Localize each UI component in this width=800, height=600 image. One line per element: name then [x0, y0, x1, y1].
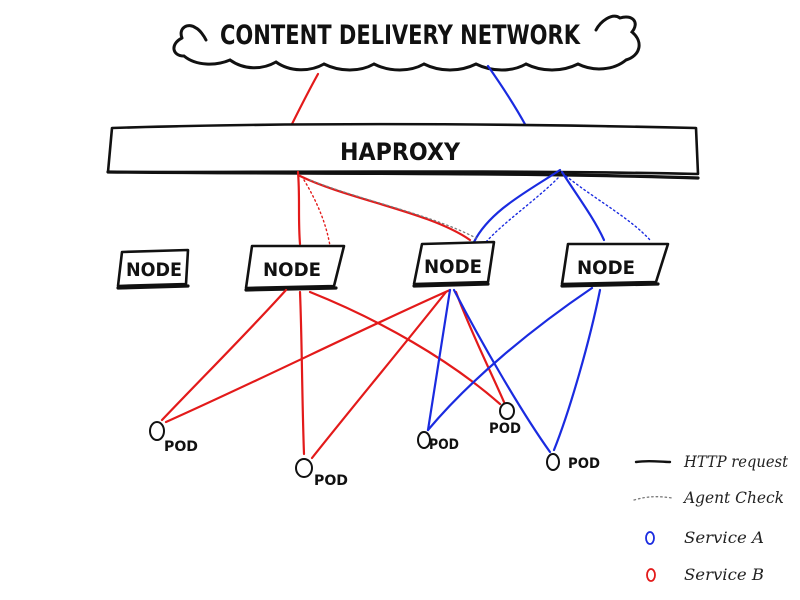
- node-3-box: [412, 240, 496, 286]
- node-4-box: [560, 242, 670, 286]
- pod-1: POD: [149, 421, 198, 455]
- pod-5-label: POD: [568, 456, 600, 472]
- pod-4-label: POD: [489, 421, 521, 437]
- pod-4-circle: [499, 402, 515, 420]
- node-2-box: [244, 244, 346, 290]
- node-3: NODE: [412, 240, 496, 288]
- node3-to-pod2-red-line: [310, 290, 448, 460]
- node2-to-pod2-red-line: [298, 290, 306, 456]
- node-4-shadow: [560, 282, 660, 288]
- legend-service-b-swatch: [646, 568, 656, 582]
- cdn-to-haproxy-blue-line: [486, 64, 528, 128]
- pod-2-label: POD: [314, 473, 348, 489]
- node-3-label: NODE: [424, 256, 482, 278]
- cdn-cloud-outline: [172, 14, 641, 72]
- legend-agent-check-label: Agent Check: [682, 488, 784, 507]
- cdn-to-haproxy-red-line: [290, 72, 320, 126]
- node2-to-pod4-red-line: [308, 290, 502, 406]
- pod-1-label: POD: [164, 439, 198, 455]
- haproxy-to-node2-red-line: [296, 170, 302, 246]
- cdn-label: CONTENT DELIVERY NETWORK: [220, 20, 581, 51]
- pod-3-label: POD: [429, 437, 459, 453]
- pod-1-circle: [149, 421, 165, 441]
- legend-agent-check-swatch: [633, 496, 673, 501]
- agent-check-node3-blue-dotted: [485, 177, 559, 243]
- node-2-shadow: [244, 286, 338, 292]
- legend-service-a-swatch: [645, 531, 655, 545]
- haproxy-to-node3-blue-line: [472, 168, 562, 244]
- pod-2-circle: [295, 458, 313, 478]
- legend-http-request-swatch: [634, 459, 672, 464]
- node-1-box: [116, 248, 190, 288]
- legend: HTTP request Agent Check Service A Servi…: [633, 452, 789, 584]
- haproxy-label: HAPROXY: [340, 138, 461, 166]
- node-1-shadow: [116, 284, 190, 290]
- haproxy-bar: HAPROXY: [106, 122, 700, 180]
- node-1-label: NODE: [126, 259, 182, 281]
- node3-to-pod3-blue-line: [426, 288, 452, 432]
- node-4: NODE: [560, 242, 670, 288]
- node4-to-pod3-blue-line: [426, 286, 594, 432]
- pod-3: POD: [417, 431, 459, 453]
- node-3-shadow: [412, 282, 490, 288]
- cdn-cloud: CONTENT DELIVERY NETWORK: [172, 14, 641, 72]
- node2-to-pod1-red-line: [160, 288, 288, 422]
- node3-to-pod1-red-line: [164, 288, 452, 424]
- node-2-label: NODE: [263, 259, 321, 281]
- haproxy-box-shadow: [106, 170, 700, 180]
- agent-check-node4-blue-dotted: [565, 175, 651, 241]
- pod-5: POD: [546, 453, 600, 472]
- haproxy-to-node3-red-line: [298, 174, 472, 242]
- legend-service-b-label: Service B: [684, 565, 764, 584]
- node-4-label: NODE: [577, 257, 635, 279]
- pod-2: POD: [295, 458, 348, 489]
- node-1: NODE: [116, 248, 190, 290]
- pod-3-circle: [417, 431, 431, 449]
- legend-http-request-label: HTTP request: [683, 452, 788, 471]
- agent-check-node3-grey-dotted: [309, 179, 477, 239]
- haproxy-to-node4-blue-line: [560, 170, 606, 242]
- pod-5-circle: [546, 453, 560, 471]
- node3-to-pod5-blue-line: [452, 288, 552, 454]
- node4-to-pod5-blue-line: [552, 288, 602, 452]
- agent-check-node2-red-dotted: [303, 179, 331, 247]
- pod-4: POD: [489, 402, 521, 437]
- node-2: NODE: [244, 244, 346, 292]
- legend-service-a-label: Service A: [684, 528, 764, 547]
